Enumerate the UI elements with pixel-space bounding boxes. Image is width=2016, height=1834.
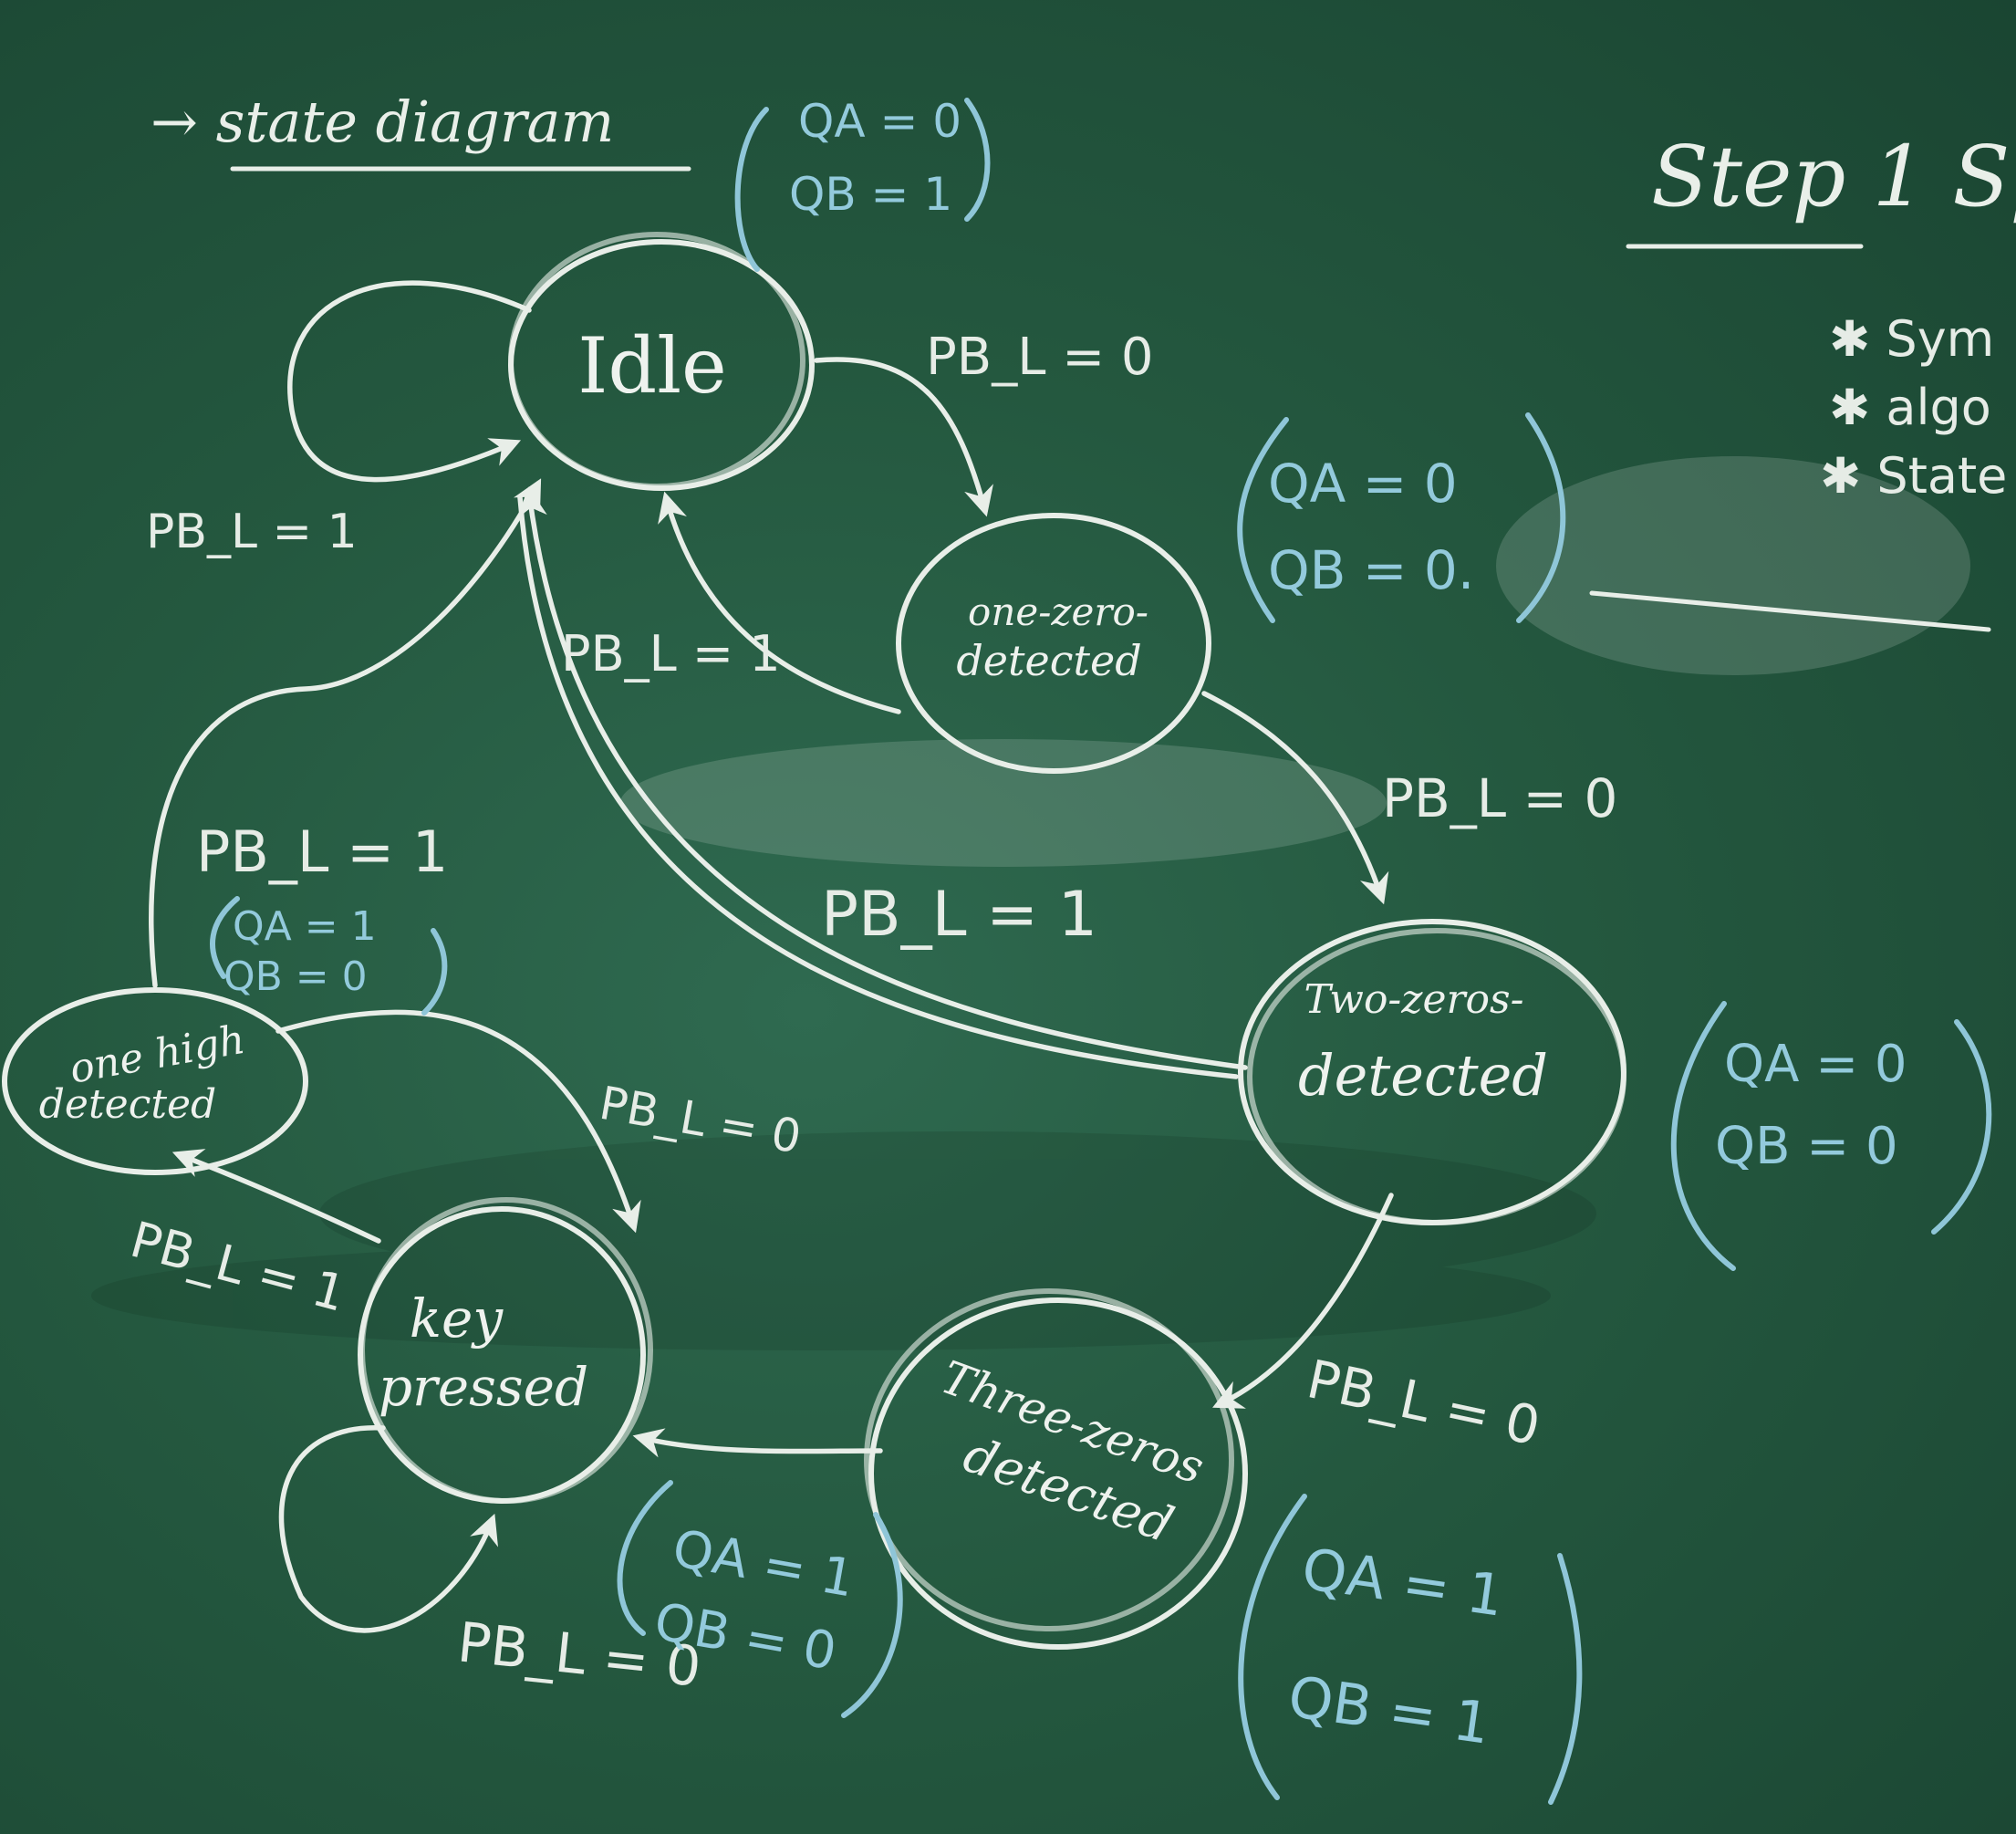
label-one-zero-to-idle: PB_L = 1 <box>561 625 781 683</box>
edge-two-zeros-to-idle-b <box>517 495 1239 1079</box>
state-one-zero-line1: one-zero- <box>968 589 1148 634</box>
state-idle: Idle <box>508 232 815 491</box>
outputs-one-zero-qa: QA = 0 <box>1268 453 1458 515</box>
label-idle-self: PB_L = 1 <box>146 505 358 559</box>
bullet-1: ✱ Sym <box>1829 310 1994 368</box>
outputs-three-zeros: QA = 1 QB = 1 <box>1238 1494 1583 1805</box>
edge-two-zeros-to-idle <box>516 486 1248 1070</box>
outputs-two-zeros-qb: QB = 0 <box>1715 1117 1898 1176</box>
outputs-three-zeros-qb: QB = 1 <box>1284 1663 1494 1757</box>
edge-key-to-one-high <box>171 1149 381 1244</box>
label-two-zeros-to-three-zeros: PB_L = 0 <box>1302 1348 1545 1457</box>
edge-one-zero-to-idle <box>658 491 901 714</box>
right-divider <box>1589 590 1991 632</box>
bullet-3: ✱ State <box>1820 447 2007 505</box>
outputs-idle-qb: QB = 1 <box>789 168 952 221</box>
state-one-high-detected: one high detected <box>2 987 308 1175</box>
label-two-zeros-to-idle: PB_L = 1 <box>821 879 1097 951</box>
edge-two-zeros-to-three-zeros <box>1212 1193 1394 1409</box>
edge-one-high-to-key <box>275 1009 641 1234</box>
state-one-zero-line2: detected <box>956 636 1141 685</box>
transition-labels: PB_L = 1 PB_L = 0 PB_L = 1 PB_L = 0 PB_L… <box>125 328 1618 1700</box>
label-idle-to-one-zero: PB_L = 0 <box>926 328 1154 387</box>
edge-one-zero-to-two-zeros <box>1201 691 1389 905</box>
state-two-zeros-line2: detected <box>1298 1042 1548 1109</box>
outputs-two-zeros-qa: QA = 0 <box>1724 1035 1907 1094</box>
edge-idle-self <box>287 280 532 483</box>
state-one-zero-detected: one-zero- detected <box>896 513 1211 774</box>
state-key-pressed-line1: key <box>410 1287 504 1349</box>
output-annotations: QA = 0 QB = 1 QA = 0 QB = 0. QA = 1 QB =… <box>210 95 1992 1805</box>
transition-edges <box>149 280 1394 1633</box>
edge-three-zeros-to-key <box>632 1428 883 1458</box>
outputs-one-high-qa: QA = 1 <box>233 903 377 950</box>
state-key-pressed: key pressed <box>358 1197 653 1504</box>
outputs-one-zero: QA = 0 QB = 0. <box>1237 412 1566 623</box>
diagram-header: → state diagram Step 1 Sp ✱ Sym ✱ algo ✱… <box>151 89 2016 632</box>
outputs-key-pressed-qa: QA = 1 <box>669 1519 859 1610</box>
outputs-two-zeros: QA = 0 QB = 0 <box>1670 1001 1992 1271</box>
bullet-2: ✱ algo <box>1829 379 1991 436</box>
header-title: → state diagram <box>151 89 614 155</box>
outputs-one-zero-qb: QB = 0. <box>1268 539 1474 601</box>
eraser-smudges <box>91 456 1970 1350</box>
outputs-idle-qa: QA = 0 <box>798 95 961 148</box>
outputs-one-high-qb: QB = 0 <box>223 953 368 1000</box>
outputs-idle: QA = 0 QB = 1 <box>734 95 991 272</box>
edge-one-high-to-idle <box>149 478 542 988</box>
outputs-one-high: QA = 1 QB = 0 <box>210 896 448 1016</box>
state-idle-label: Idle <box>577 321 727 411</box>
state-key-pressed-line2: pressed <box>379 1356 588 1418</box>
outputs-three-zeros-qa: QA = 1 <box>1298 1536 1508 1630</box>
edge-idle-to-one-zero <box>814 357 993 517</box>
step-title: Step 1 Sp <box>1651 128 2016 225</box>
state-one-high-line2: detected <box>39 1081 216 1128</box>
state-two-zeros-line1: Two-zeros- <box>1304 976 1524 1023</box>
label-one-high-to-idle: PB_L = 1 <box>196 818 448 885</box>
edge-key-self <box>278 1425 498 1633</box>
state-two-zeros-detected: Two-zeros- detected <box>1238 919 1626 1225</box>
label-one-zero-to-two-zeros: PB_L = 0 <box>1382 767 1617 829</box>
